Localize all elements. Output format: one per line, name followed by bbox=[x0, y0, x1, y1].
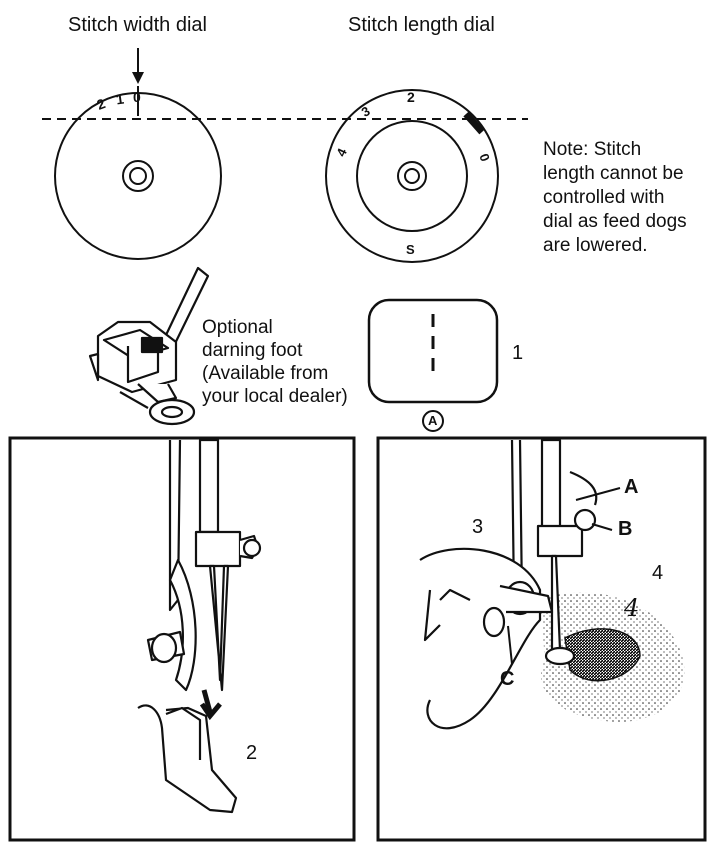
length-dial-label: Stitch length dial bbox=[348, 14, 495, 36]
note-line: controlled with bbox=[543, 187, 665, 208]
attach-arrow bbox=[199, 689, 222, 721]
panel-step-2 bbox=[8, 436, 356, 842]
step-1-label: 1 bbox=[512, 342, 524, 364]
stitch-length-note: Note: Stitch length cannot be controlled… bbox=[543, 138, 713, 258]
note-line: Note: Stitch bbox=[543, 139, 642, 160]
stitch-length-dial bbox=[325, 89, 499, 263]
length-dial-mark: 2 bbox=[407, 89, 415, 105]
pattern-window bbox=[367, 298, 499, 432]
step-3-label: 3 bbox=[472, 516, 484, 538]
caption-line: your local dealer) bbox=[202, 386, 348, 407]
stitch-width-dial bbox=[54, 86, 222, 260]
part-b-label: B bbox=[618, 518, 633, 540]
caption-line: Optional bbox=[202, 317, 273, 338]
width-dial-mark: 0 bbox=[133, 89, 141, 105]
darning-foot-illustration bbox=[88, 266, 210, 426]
width-dial-label: Stitch width dial bbox=[68, 14, 207, 36]
note-line: dial as feed dogs bbox=[543, 211, 687, 232]
note-line: are lowered. bbox=[543, 235, 648, 256]
width-dial-arrow bbox=[132, 48, 144, 84]
caption-line: (Available from bbox=[202, 363, 329, 384]
handwritten-4: 4 bbox=[624, 594, 640, 622]
note-line: length cannot be bbox=[543, 163, 684, 184]
panel-step-3-4 bbox=[376, 436, 707, 842]
part-a-label: A bbox=[624, 476, 639, 498]
pattern-marker: A bbox=[428, 413, 438, 428]
length-dial-mark: S bbox=[406, 242, 415, 257]
caption-line: darning foot bbox=[202, 340, 303, 361]
step-2-label: 2 bbox=[246, 742, 258, 764]
part-c-label: C bbox=[500, 668, 515, 690]
step-4-label: 4 bbox=[652, 562, 664, 584]
darning-foot-caption: Optional darning foot (Available from yo… bbox=[202, 316, 348, 408]
